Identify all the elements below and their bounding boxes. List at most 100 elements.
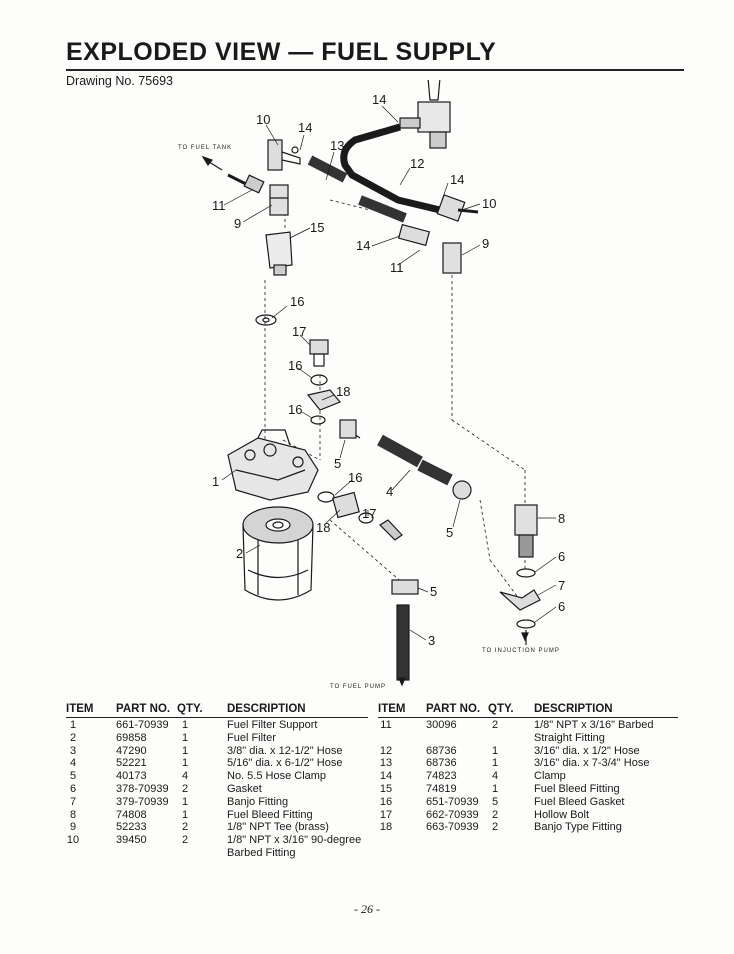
part-item: 8 <box>69 808 77 821</box>
bleed-gasket-stack <box>255 314 341 425</box>
tank-fitting-top <box>399 80 451 149</box>
tee-fitting-left <box>269 184 289 216</box>
part-qty: 2 <box>491 821 499 834</box>
part-item: 2 <box>69 731 77 744</box>
part-description: 1/8" NPT x 3/16" Barbed <box>534 719 654 731</box>
part-qty: 1 <box>491 744 499 757</box>
callout-11-right: 11 <box>390 260 404 275</box>
callout-16-a: 16 <box>290 294 304 309</box>
part-description: Hollow Bolt <box>534 808 590 821</box>
part-qty: 2 <box>181 834 189 847</box>
fuel-filter <box>242 506 314 601</box>
banjo-lower <box>317 491 403 541</box>
page-title: EXPLODED VIEW — FUEL SUPPLY <box>66 38 497 66</box>
callout-5-a: 5 <box>334 456 341 471</box>
col-header-qty-right: QTY. <box>488 703 514 715</box>
barbed-fitting-left <box>227 139 301 194</box>
part-description: Barbed Fitting <box>227 847 296 859</box>
part-part_no: 68736 <box>426 744 457 757</box>
callout-14-mid: 14 <box>356 238 370 253</box>
callout-16-d: 16 <box>348 470 362 485</box>
part-description: 3/16" dia. x 1/2" Hose <box>534 744 640 757</box>
callout-6-a: 6 <box>558 549 565 564</box>
callout-14-right: 14 <box>450 172 464 187</box>
callout-16-b: 16 <box>288 358 302 373</box>
part-qty: 1 <box>181 795 189 808</box>
part-description: Banjo Type Fitting <box>534 821 622 834</box>
col-header-qty-left: QTY. <box>177 703 203 715</box>
part-description: Fuel Bleed Fitting <box>534 783 620 795</box>
parts-table: ITEM PART NO. QTY. DESCRIPTION ITEM PART… <box>0 703 734 883</box>
part-part_no: 39450 <box>116 834 147 847</box>
part-qty: 5 <box>491 795 499 808</box>
part-qty: 1 <box>181 757 189 770</box>
callout-1: 1 <box>212 474 219 489</box>
callout-13: 13 <box>330 138 344 153</box>
fuel-bleed-fitting-8 <box>499 504 541 645</box>
part-item: 4 <box>69 757 77 770</box>
part-part_no: 52221 <box>116 757 147 770</box>
col-header-description-left: DESCRIPTION <box>227 703 306 715</box>
part-qty: 4 <box>491 770 499 783</box>
hose-4 <box>339 419 472 500</box>
part-part_no: 74808 <box>116 808 147 821</box>
callout-15: 15 <box>310 220 324 235</box>
part-qty: 4 <box>181 770 189 783</box>
callout-5-c: 5 <box>430 584 437 599</box>
callout-7: 7 <box>558 578 565 593</box>
part-part_no: 52233 <box>116 821 147 834</box>
part-item: 7 <box>69 795 77 808</box>
callout-6-b: 6 <box>558 599 565 614</box>
callout-9-right: 9 <box>482 236 489 251</box>
callout-14-left: 14 <box>298 120 312 135</box>
part-item: 10 <box>66 834 80 847</box>
part-description: Straight Fitting <box>534 731 605 744</box>
part-qty: 1 <box>181 744 189 757</box>
part-qty: 2 <box>491 808 499 821</box>
part-description: Fuel Bleed Fitting <box>227 808 313 821</box>
part-item: 6 <box>69 783 77 795</box>
hose-12 <box>340 123 441 214</box>
right-fittings <box>397 194 479 274</box>
fuel-bleed-fitting-15 <box>265 231 293 276</box>
callout-17-b: 17 <box>362 506 376 521</box>
part-description: Clamp <box>534 770 566 783</box>
part-part_no: 379-70939 <box>116 795 169 808</box>
callout-16-c: 16 <box>288 402 302 417</box>
title-rule <box>66 69 684 71</box>
part-item: 15 <box>379 783 393 795</box>
to-fuel-pump-note: TO FUEL PUMP <box>330 684 386 690</box>
part-item: 14 <box>379 770 393 783</box>
part-item: 13 <box>379 757 393 770</box>
part-description: 3/8" dia. x 12-1/2" Hose <box>227 744 343 757</box>
part-qty: 1 <box>181 719 189 731</box>
assembly-lines <box>264 195 526 601</box>
part-qty: 2 <box>181 783 189 795</box>
part-description: Fuel Filter <box>227 731 276 744</box>
to-injection-pump-note: TO INJUCTION PUMP <box>482 648 560 654</box>
part-description: 1/8" NPT Tee (brass) <box>227 821 329 834</box>
part-qty: 2 <box>491 719 499 731</box>
part-part_no: 378-70939 <box>116 783 169 795</box>
drawing-number: Drawing No. 75693 <box>66 74 174 88</box>
part-description: Banjo Fitting <box>227 795 289 808</box>
callout-18-a: 18 <box>336 384 350 399</box>
to-fuel-tank-note: TO FUEL TANK <box>178 145 232 151</box>
col-header-item-left: ITEM <box>66 703 94 715</box>
callout-3: 3 <box>428 633 435 648</box>
part-part_no: 69858 <box>116 731 147 744</box>
part-description: No. 5.5 Hose Clamp <box>227 770 327 783</box>
part-description: Fuel Filter Support <box>227 719 318 731</box>
exploded-view-diagram: TO FUEL TANK TO INJUCTION PUMP TO FUEL P… <box>178 80 565 690</box>
part-part_no: 663-70939 <box>426 821 479 834</box>
part-description: 5/16" dia. x 6-1/2" Hose <box>227 757 343 770</box>
part-description: Gasket <box>227 783 262 795</box>
part-qty: 1 <box>181 808 189 821</box>
part-part_no: 74823 <box>426 770 457 783</box>
header-rule-left <box>66 717 368 718</box>
part-item: 12 <box>379 744 393 757</box>
part-item: 16 <box>379 795 393 808</box>
part-part_no: 651-70939 <box>426 795 479 808</box>
col-header-description-right: DESCRIPTION <box>534 703 613 715</box>
leader-lines <box>221 105 557 641</box>
